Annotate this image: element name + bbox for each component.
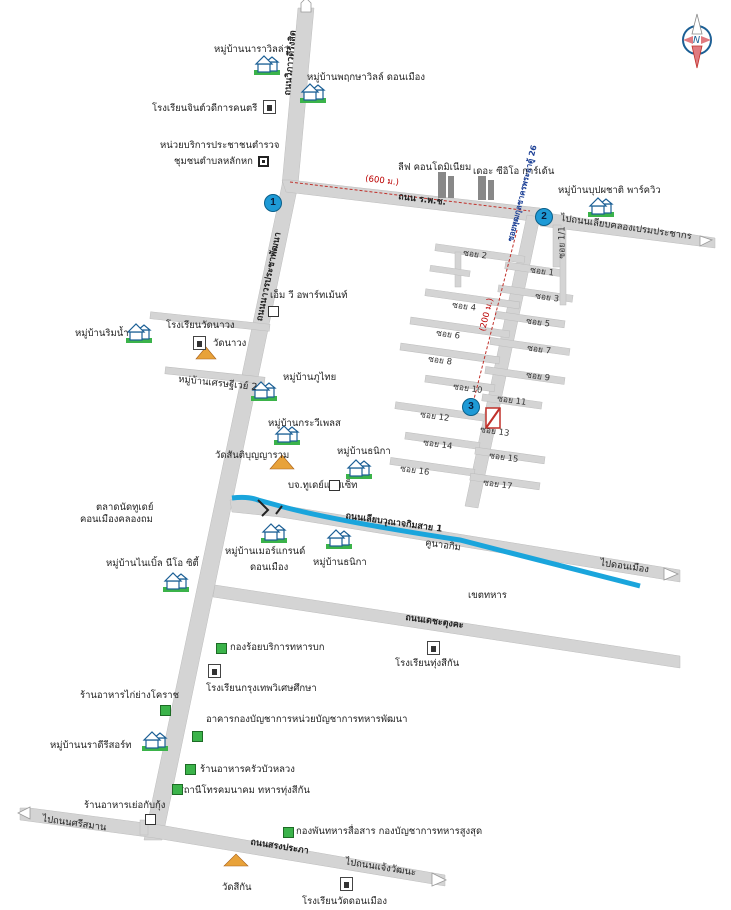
school-icon: [427, 641, 440, 655]
signal-battalion-icon: [283, 827, 294, 838]
place-school-bangkok-wiset: โรงเรียนกรุงเทพวิเศษศึกษา: [206, 683, 317, 694]
canal-line: [231, 494, 641, 589]
place-army-company: กองร้อยบริการทหารบก: [230, 642, 325, 653]
military-company-icon: [216, 643, 227, 654]
school-icon: [340, 877, 353, 891]
village-house-icon: [346, 459, 372, 479]
place-thanika-2: หมู่บ้านธนิกา: [313, 557, 367, 568]
arrow-east-khlong: [699, 235, 714, 247]
marker-2: 2: [535, 208, 553, 226]
place-hq-building: อาคารกองบัญชาการหน่วยบัญชาการทหารพัฒนา: [206, 714, 408, 725]
marker-3: 3: [462, 398, 480, 416]
place-military-zone: เขตทหาร: [468, 590, 507, 601]
place-krua-bualuang: ร้านอาหารครัวบัวหลวง: [200, 764, 295, 775]
place-noble-neo: หมู่บ้านไนเบิ้ล นีโอ ซิตี้: [106, 558, 199, 569]
arrow-east-donmueang: [663, 567, 680, 581]
place-phuthai: หมู่บ้านภูไทย: [283, 372, 337, 383]
village-house-icon: [300, 83, 326, 103]
place-school-wat-donmueang: โรงเรียนวัดดอนเมือง: [302, 896, 387, 907]
label-soi-1-1: ซอย 1/1: [557, 226, 568, 259]
place-today-asset: บจ.ทูเดย์แอสเซ็ท: [288, 480, 358, 491]
place-today-market: ตลาดนัดทูเดย์: [96, 502, 154, 513]
place-leaf-condo: ลีฟ คอนโดมิเนียม: [398, 162, 472, 173]
arrow-east-chaeng: [431, 872, 447, 887]
place-mer-grand: หมู่บ้านเมอร์แกรนด์: [225, 546, 306, 557]
place-yoe-kap-kung: ร้านอาหารเย่อกับกุ้ง: [84, 800, 166, 811]
place-rimnam: หมู่บ้านริมน้ำ: [75, 328, 129, 339]
restaurant-icon: [185, 764, 196, 775]
temple-seekan-icon: [223, 853, 249, 867]
place-buppachart: หมู่บ้านบุปผชาติ พาร์ควิว: [558, 185, 661, 196]
village-house-icon: [261, 523, 287, 543]
place-community: ชุมชนตำบลหลักหก: [174, 156, 253, 167]
village-house-icon: [326, 529, 352, 549]
village-house-icon: [142, 731, 168, 751]
arrow-west-sriman: [17, 806, 31, 820]
village-house-icon: [126, 323, 152, 343]
place-ceo-garden: เดอะ ซีอิโอ การ์เด้น: [473, 166, 555, 177]
place-signal-battalion: กองพันทหารสื่อสาร กองบัญชาการทหารสูงสุด: [296, 826, 483, 837]
place-police-unit: หน่วยบริการประชาชนตำรวจ: [160, 140, 280, 151]
compass-rose: [682, 13, 712, 69]
place-wat-santi: วัดสันติบุญญาราม: [215, 450, 290, 461]
place-kaiyang-korat: ร้านอาหารไก่ย่างโคราช: [80, 690, 180, 701]
village-house-icon: [274, 425, 300, 445]
marker-1: 1: [264, 194, 282, 212]
temple-santi-icon: [269, 454, 295, 470]
place-naradee-resort: หมู่บ้านนราดีรีสอร์ท: [50, 740, 132, 751]
place-telecom-station: สถานีโทรคมนาคม ทหารทุ่งสีกัน: [178, 785, 310, 796]
main-road: [143, 7, 315, 841]
village-house-icon: [254, 55, 280, 75]
place-thanika-1: หมู่บ้านธนิกา: [337, 446, 391, 457]
place-nara-villa: หมู่บ้านนาราวิลล่า: [214, 44, 289, 55]
station-icon: [172, 784, 183, 795]
place-school-thungsikan: โรงเรียนทุ่งสีกัน: [395, 658, 460, 669]
office-square-icon: [329, 480, 340, 491]
building-icon: [192, 731, 203, 742]
place-donmueang-khlongthom: คอนเมืองคลองถม: [80, 514, 153, 525]
place-krawi: หมู่บ้านกระวีเพลส: [268, 418, 341, 429]
village-house-icon: [251, 381, 277, 401]
place-wat-nawong: วัดนาวง: [213, 338, 247, 349]
apartment-icon: [268, 306, 279, 317]
restaurant-square-icon: [145, 814, 156, 825]
school-icon: [193, 336, 206, 350]
temple-nawong-icon: [195, 346, 217, 360]
place-donmueang: ดอนเมือง: [250, 562, 289, 573]
dechatungka-road: [212, 584, 681, 669]
place-school-jinwadee: โรงเรียนจินต์วดีการคนตรี: [152, 103, 258, 114]
office-icon: [258, 156, 269, 167]
place-mv-apartment: เอ็ม วี อพาร์ทเม้นท์: [270, 290, 348, 301]
place-pruksa-villa: หมู่บ้านพฤกษาวิลล์ ดอนเมือง: [307, 72, 425, 83]
place-school-nawong: โรงเรียนวัดนาวง: [166, 320, 235, 331]
restaurant-icon: [160, 705, 171, 716]
village-house-icon: [163, 572, 189, 592]
place-wat-seekan: วัดสีกัน: [222, 882, 252, 893]
school-icon: [263, 100, 276, 114]
compass-letter: N: [693, 35, 701, 46]
village-house-icon: [588, 197, 614, 217]
school-icon: [208, 664, 221, 678]
arrow-north: [300, 0, 312, 13]
